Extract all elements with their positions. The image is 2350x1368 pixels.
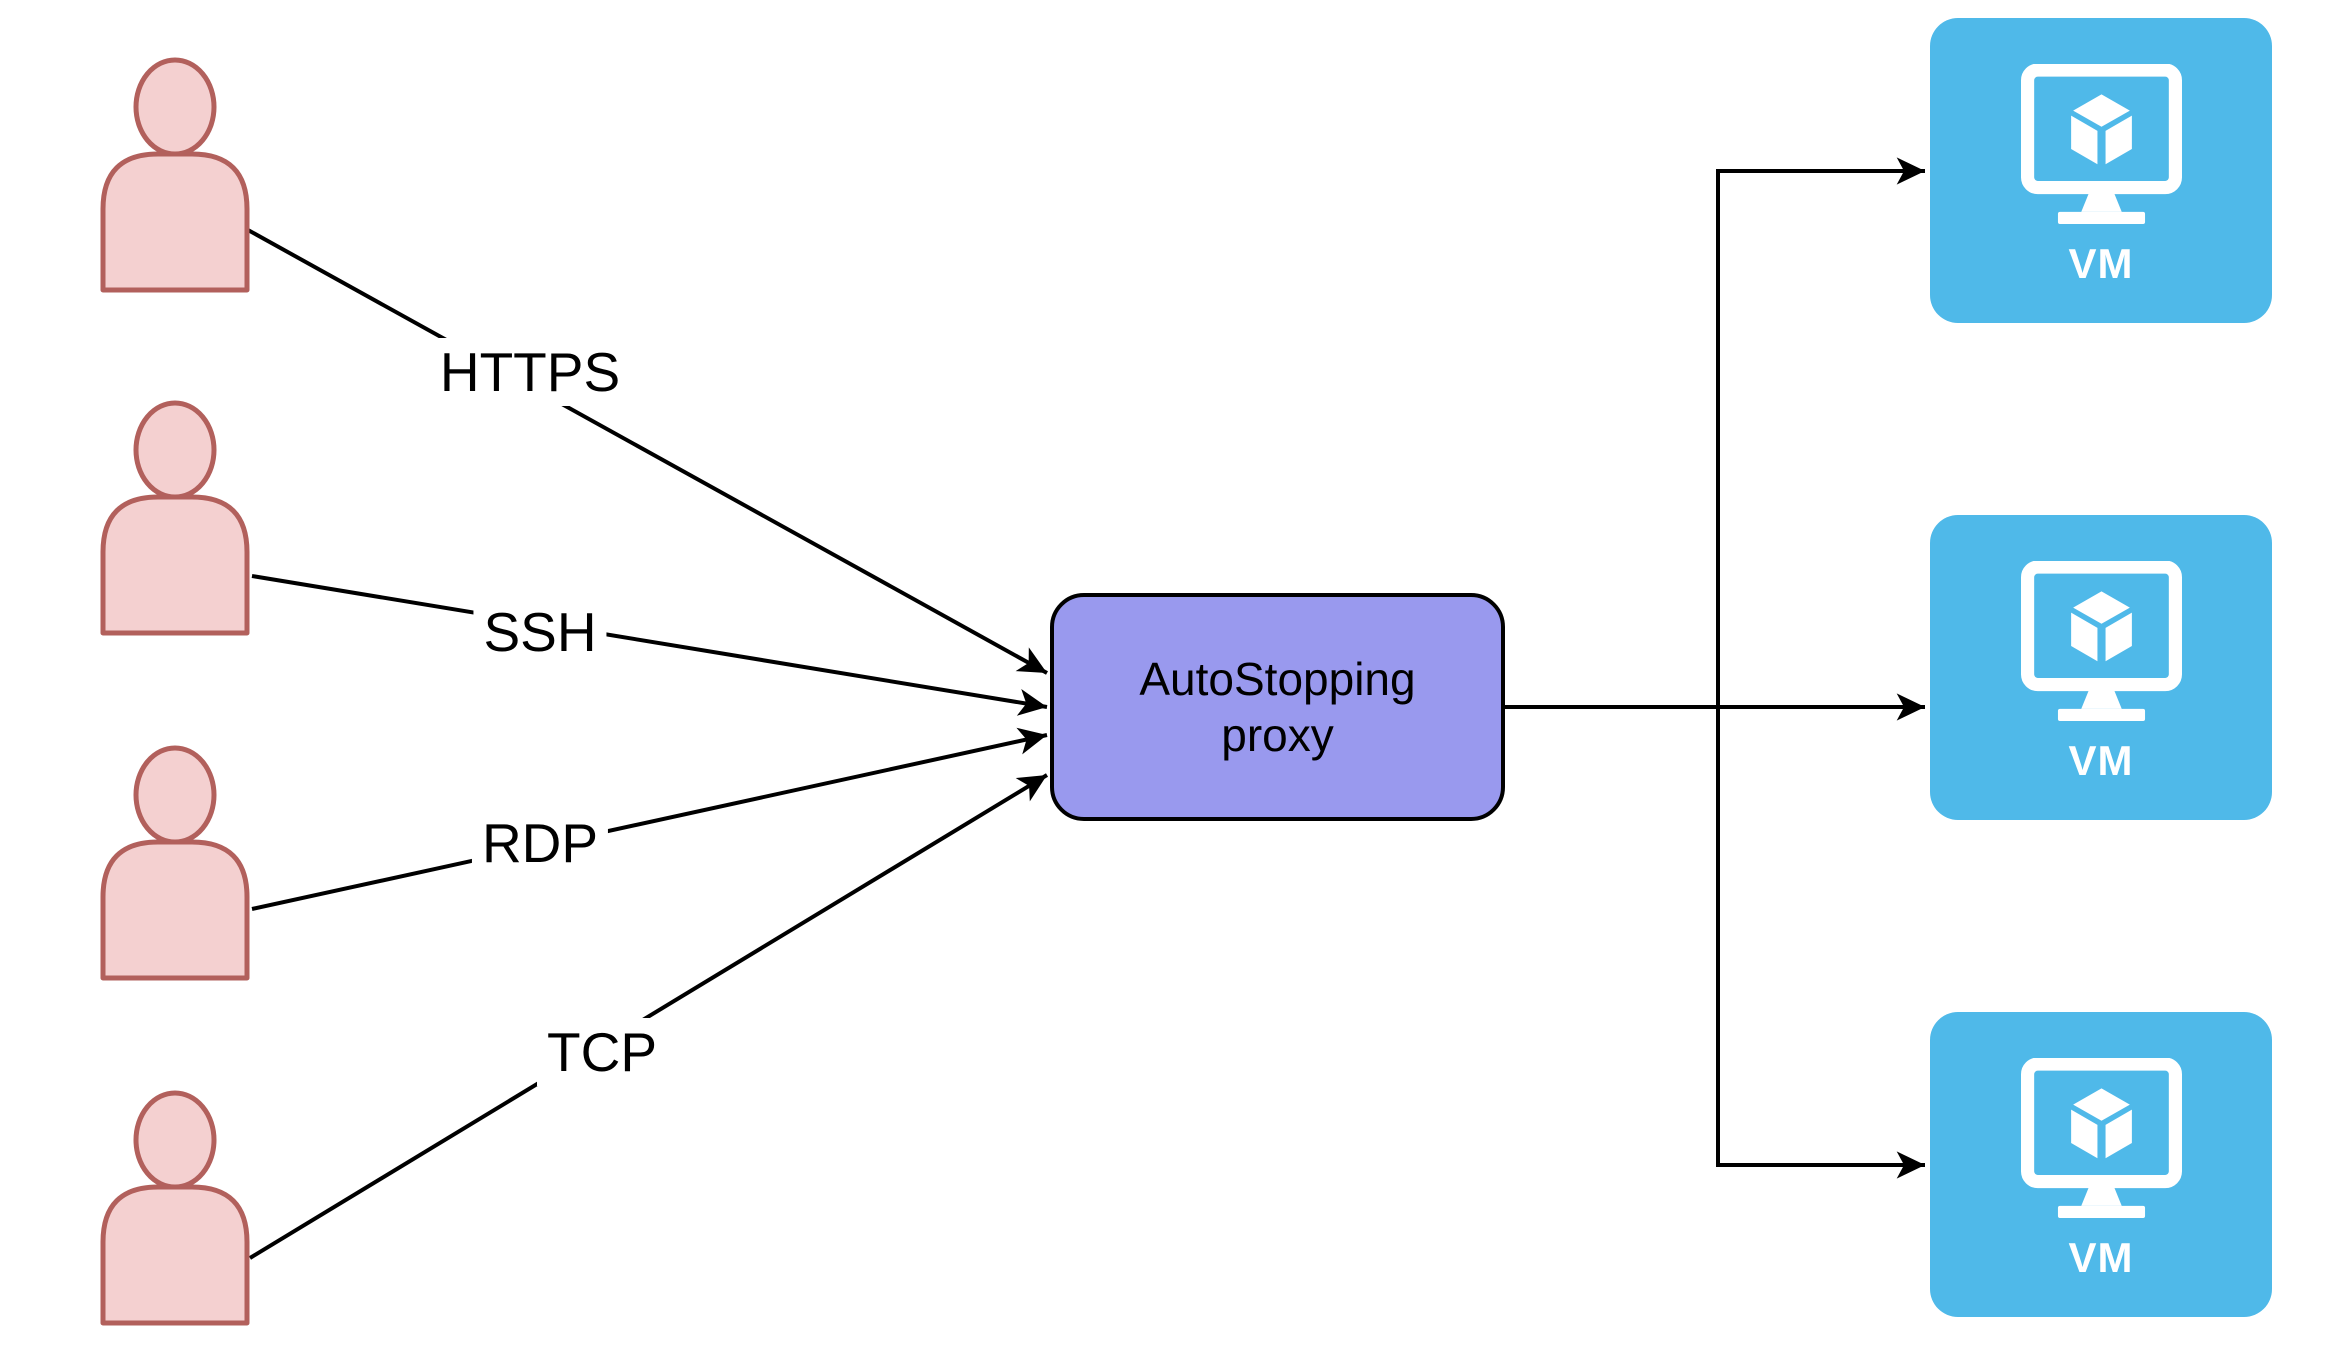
proxy-to-vm3-line: [1716, 707, 1925, 1179]
edge-label-ssh: SSH: [473, 598, 607, 666]
connection-ssh-line: [251, 574, 1048, 716]
connection-tcp-line: [248, 773, 1049, 1260]
edge-label-https: HTTPS: [429, 338, 631, 406]
vm-label: VM: [2068, 240, 2134, 287]
connection-rdp-line: [251, 727, 1048, 911]
vm-label: VM: [2068, 1234, 2134, 1281]
user-icon-4: [103, 1093, 247, 1323]
user-icon-3: [103, 748, 247, 978]
vm-monitor-cube-icon: [2020, 64, 2182, 224]
proxy-label: AutoStopping proxy: [1139, 652, 1416, 761]
connection-https-line: [247, 228, 1048, 675]
user-icon-2: [103, 403, 247, 633]
vm-monitor-cube-icon: [2020, 1058, 2182, 1218]
vm-node-2: VM: [1930, 515, 2272, 820]
vm-label: VM: [2068, 737, 2134, 784]
user-icon-1: [103, 60, 247, 290]
vm-node-3: VM: [1930, 1012, 2272, 1317]
edge-label-rdp: RDP: [471, 809, 609, 877]
vm-monitor-cube-icon: [2020, 561, 2182, 721]
autostopping-proxy-node: AutoStopping proxy: [1050, 593, 1505, 821]
proxy-to-vm1-line: [1716, 157, 1925, 707]
edge-label-tcp: TCP: [537, 1018, 667, 1086]
vm-node-1: VM: [1930, 18, 2272, 323]
